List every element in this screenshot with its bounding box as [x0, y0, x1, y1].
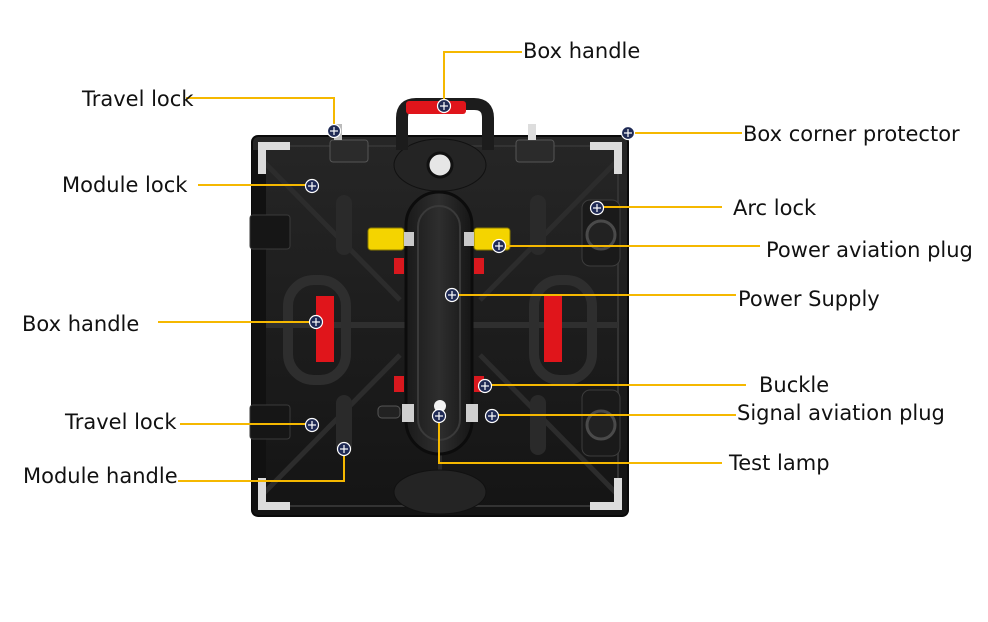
marker-test-lamp-icon — [431, 408, 447, 424]
marker-signal-aviation-plug-icon — [484, 408, 500, 424]
marker-box-handle-left-icon — [308, 314, 324, 330]
buckles — [377, 258, 484, 422]
label-buckle: Buckle — [759, 373, 830, 397]
label-travel-lock-bottom: Travel lock — [65, 410, 177, 434]
marker-arc-lock-icon — [589, 200, 605, 216]
label-box-corner-protector: Box corner protector — [743, 122, 960, 146]
marker-box-corner-protector-icon — [620, 125, 636, 141]
label-power-aviation-plug: Power aviation plug — [766, 238, 973, 262]
label-box-handle-left: Box handle — [22, 312, 140, 336]
marker-power-supply-icon — [444, 287, 460, 303]
test-lamp-led — [434, 400, 446, 412]
markers — [304, 98, 636, 457]
marker-module-lock-icon — [304, 178, 320, 194]
marker-box-handle-top-icon — [436, 98, 452, 114]
label-module-lock: Module lock — [62, 173, 188, 197]
label-signal-aviation-plug: Signal aviation plug — [737, 401, 945, 425]
marker-buckle-icon — [477, 378, 493, 394]
marker-travel-lock-bottom-icon — [304, 417, 320, 433]
label-arc-lock: Arc lock — [733, 196, 817, 220]
marker-power-aviation-plug-icon — [491, 238, 507, 254]
label-travel-lock-top: Travel lock — [82, 87, 194, 111]
marker-module-handle-icon — [336, 441, 352, 457]
right-handle-grip — [544, 296, 562, 362]
label-power-supply: Power Supply — [738, 287, 880, 311]
label-box-handle-top: Box handle — [523, 39, 641, 63]
marker-travel-lock-top-icon — [326, 123, 342, 139]
power-aviation-plugs — [367, 227, 511, 251]
left-handle-grip — [316, 296, 334, 362]
power-supply-unit — [404, 190, 474, 456]
label-module-handle: Module handle — [23, 464, 178, 488]
label-test-lamp: Test lamp — [729, 451, 830, 475]
leader-lines — [158, 51, 760, 482]
